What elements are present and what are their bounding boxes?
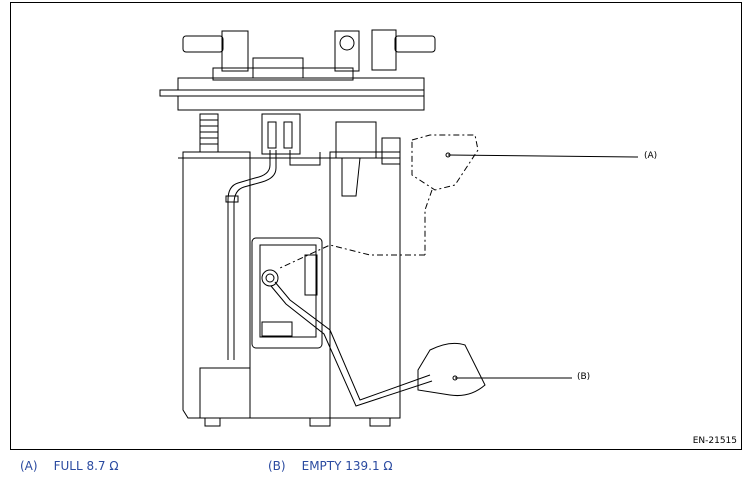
level-sender-unit: [251, 237, 433, 407]
figure-id: EN-21515: [692, 436, 737, 446]
figure-frame: [10, 2, 742, 450]
legend-text-b: EMPTY 139.1 Ω: [301, 459, 393, 473]
leader-line-a: [447, 154, 639, 158]
float-b: [417, 342, 486, 396]
top-fittings: [182, 29, 436, 81]
pump-canister: [178, 151, 401, 427]
mounting-flange: [159, 77, 425, 111]
legend-key-a: (A): [20, 459, 38, 473]
legend-item-b: (B) EMPTY 139.1 Ω: [268, 459, 393, 473]
callout-label-a: (A): [644, 151, 658, 161]
upper-assembly: [199, 113, 401, 197]
legend-text-a: FULL 8.7 Ω: [53, 459, 119, 473]
callout-label-b: (B): [577, 372, 591, 382]
legend-item-a: (A) FULL 8.7 Ω: [20, 459, 119, 473]
fuel-lines: [225, 150, 321, 360]
float-a-phantom: [279, 134, 479, 269]
legend-key-b: (B): [268, 459, 286, 473]
